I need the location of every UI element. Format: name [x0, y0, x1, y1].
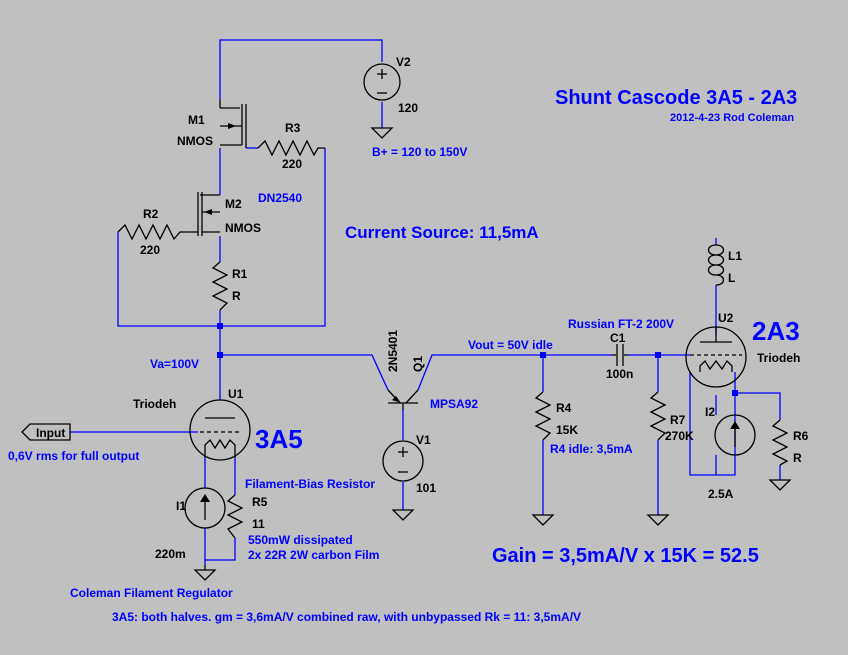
r7-ref: R7 — [670, 413, 686, 427]
r4-resistor-symbol — [534, 391, 552, 441]
r4-ref: R4 — [556, 401, 572, 415]
u1-value: Triodeh — [133, 397, 176, 411]
r3-value: 220 — [282, 157, 302, 171]
schematic-title: Shunt Cascode 3A5 - 2A3 — [555, 87, 797, 109]
c1-value: 100n — [606, 367, 633, 381]
r2-value: 220 — [140, 243, 160, 257]
input-port-symbol — [21, 423, 71, 441]
r5-note-1: 550mW dissipated — [248, 533, 353, 547]
input-port-label: Input — [36, 426, 65, 440]
r2-ref: R2 — [143, 207, 159, 221]
l1-ref: L1 — [728, 249, 742, 263]
r5-resistor-symbol — [226, 494, 244, 539]
bplus-note: B+ = 120 to 150V — [372, 145, 467, 159]
wires — [70, 39, 781, 565]
cap-note: Russian FT-2 200V — [568, 317, 674, 331]
i1-current-source-symbol — [184, 487, 226, 529]
ground-symbol-r7 — [646, 514, 670, 526]
junctions — [217, 323, 738, 396]
i2-current-source-symbol — [714, 414, 756, 456]
current-source-note: Current Source: 11,5mA — [345, 223, 539, 242]
ground-symbol-r6 — [768, 479, 792, 491]
r1-ref: R1 — [232, 267, 248, 281]
m1-value: NMOS — [177, 134, 213, 148]
v1-ref: V1 — [416, 433, 431, 447]
r7-value: 270K — [665, 429, 694, 443]
v2-source-symbol — [363, 63, 401, 101]
ground-symbol-u1 — [193, 565, 217, 581]
r3-ref: R3 — [285, 121, 301, 135]
tube1-name: 3A5 — [255, 424, 303, 454]
i2-ref: I2 — [705, 405, 715, 419]
c1-ref: C1 — [610, 331, 626, 345]
q1-part-label: MPSA92 — [430, 397, 478, 411]
m1-ref: M1 — [188, 113, 205, 127]
m2-ref: M2 — [225, 197, 242, 211]
r6-ref: R6 — [793, 429, 809, 443]
r4-idle-note: R4 idle: 3,5mA — [550, 442, 633, 456]
r6-resistor-symbol — [771, 419, 789, 466]
gain-note: Gain = 3,5mA/V x 15K = 52.5 — [492, 545, 759, 567]
schematic-subtitle: 2012-4-23 Rod Coleman — [670, 112, 794, 124]
q1-value: 2N5401 — [386, 330, 400, 372]
v2-ref: V2 — [396, 55, 411, 69]
r5-value: 11 — [252, 517, 265, 531]
c1-capacitor-symbol — [612, 344, 628, 366]
r3-resistor-symbol — [257, 139, 325, 157]
regulator-note: Coleman Filament Regulator — [70, 586, 233, 600]
m2-mosfet-symbol — [197, 192, 220, 236]
filament-bias-note: Filament-Bias Resistor — [245, 477, 375, 491]
r2-resistor-symbol — [117, 223, 198, 241]
v1-source-symbol — [382, 440, 424, 482]
u2-triode-symbol — [685, 326, 747, 388]
m1-mosfet-symbol — [219, 100, 247, 148]
input-note: 0,6V rms for full output — [8, 449, 139, 463]
dn2540-label: DN2540 — [258, 191, 302, 205]
u1-ref: U1 — [228, 387, 244, 401]
v1-value: 101 — [416, 481, 436, 495]
i2-value: 2.5A — [708, 487, 734, 501]
r5-note-2: 2x 22R 2W carbon Film — [248, 548, 379, 562]
bottom-note: 3A5: both halves. gm = 3,6mA/V combined … — [112, 610, 581, 624]
v2-value: 120 — [398, 101, 418, 115]
tube2-name: 2A3 — [752, 316, 800, 346]
ground-symbol-r4 — [531, 514, 555, 526]
ground-symbol-v2 — [370, 127, 394, 139]
i1-value: 220m — [155, 547, 186, 561]
vout-note: Vout = 50V idle — [468, 338, 553, 352]
l1-value: L — [728, 271, 735, 285]
i1-ref: I1 — [176, 499, 186, 513]
u1-triode-symbol — [189, 399, 251, 461]
l1-inductor-symbol — [707, 244, 725, 286]
va-note: Va=100V — [150, 357, 199, 371]
r7-resistor-symbol — [649, 391, 667, 441]
r1-value: R — [232, 289, 241, 303]
q1-transistor-symbol — [387, 389, 419, 410]
u2-value: Triodeh — [757, 351, 800, 365]
ground-symbol-v1 — [391, 509, 415, 521]
r1-resistor-symbol — [211, 261, 229, 311]
r6-value: R — [793, 451, 802, 465]
r4-value: 15K — [556, 423, 578, 437]
m2-value: NMOS — [225, 221, 261, 235]
r5-ref: R5 — [252, 495, 268, 509]
q1-ref: Q1 — [411, 356, 425, 372]
u2-ref: U2 — [718, 311, 734, 325]
